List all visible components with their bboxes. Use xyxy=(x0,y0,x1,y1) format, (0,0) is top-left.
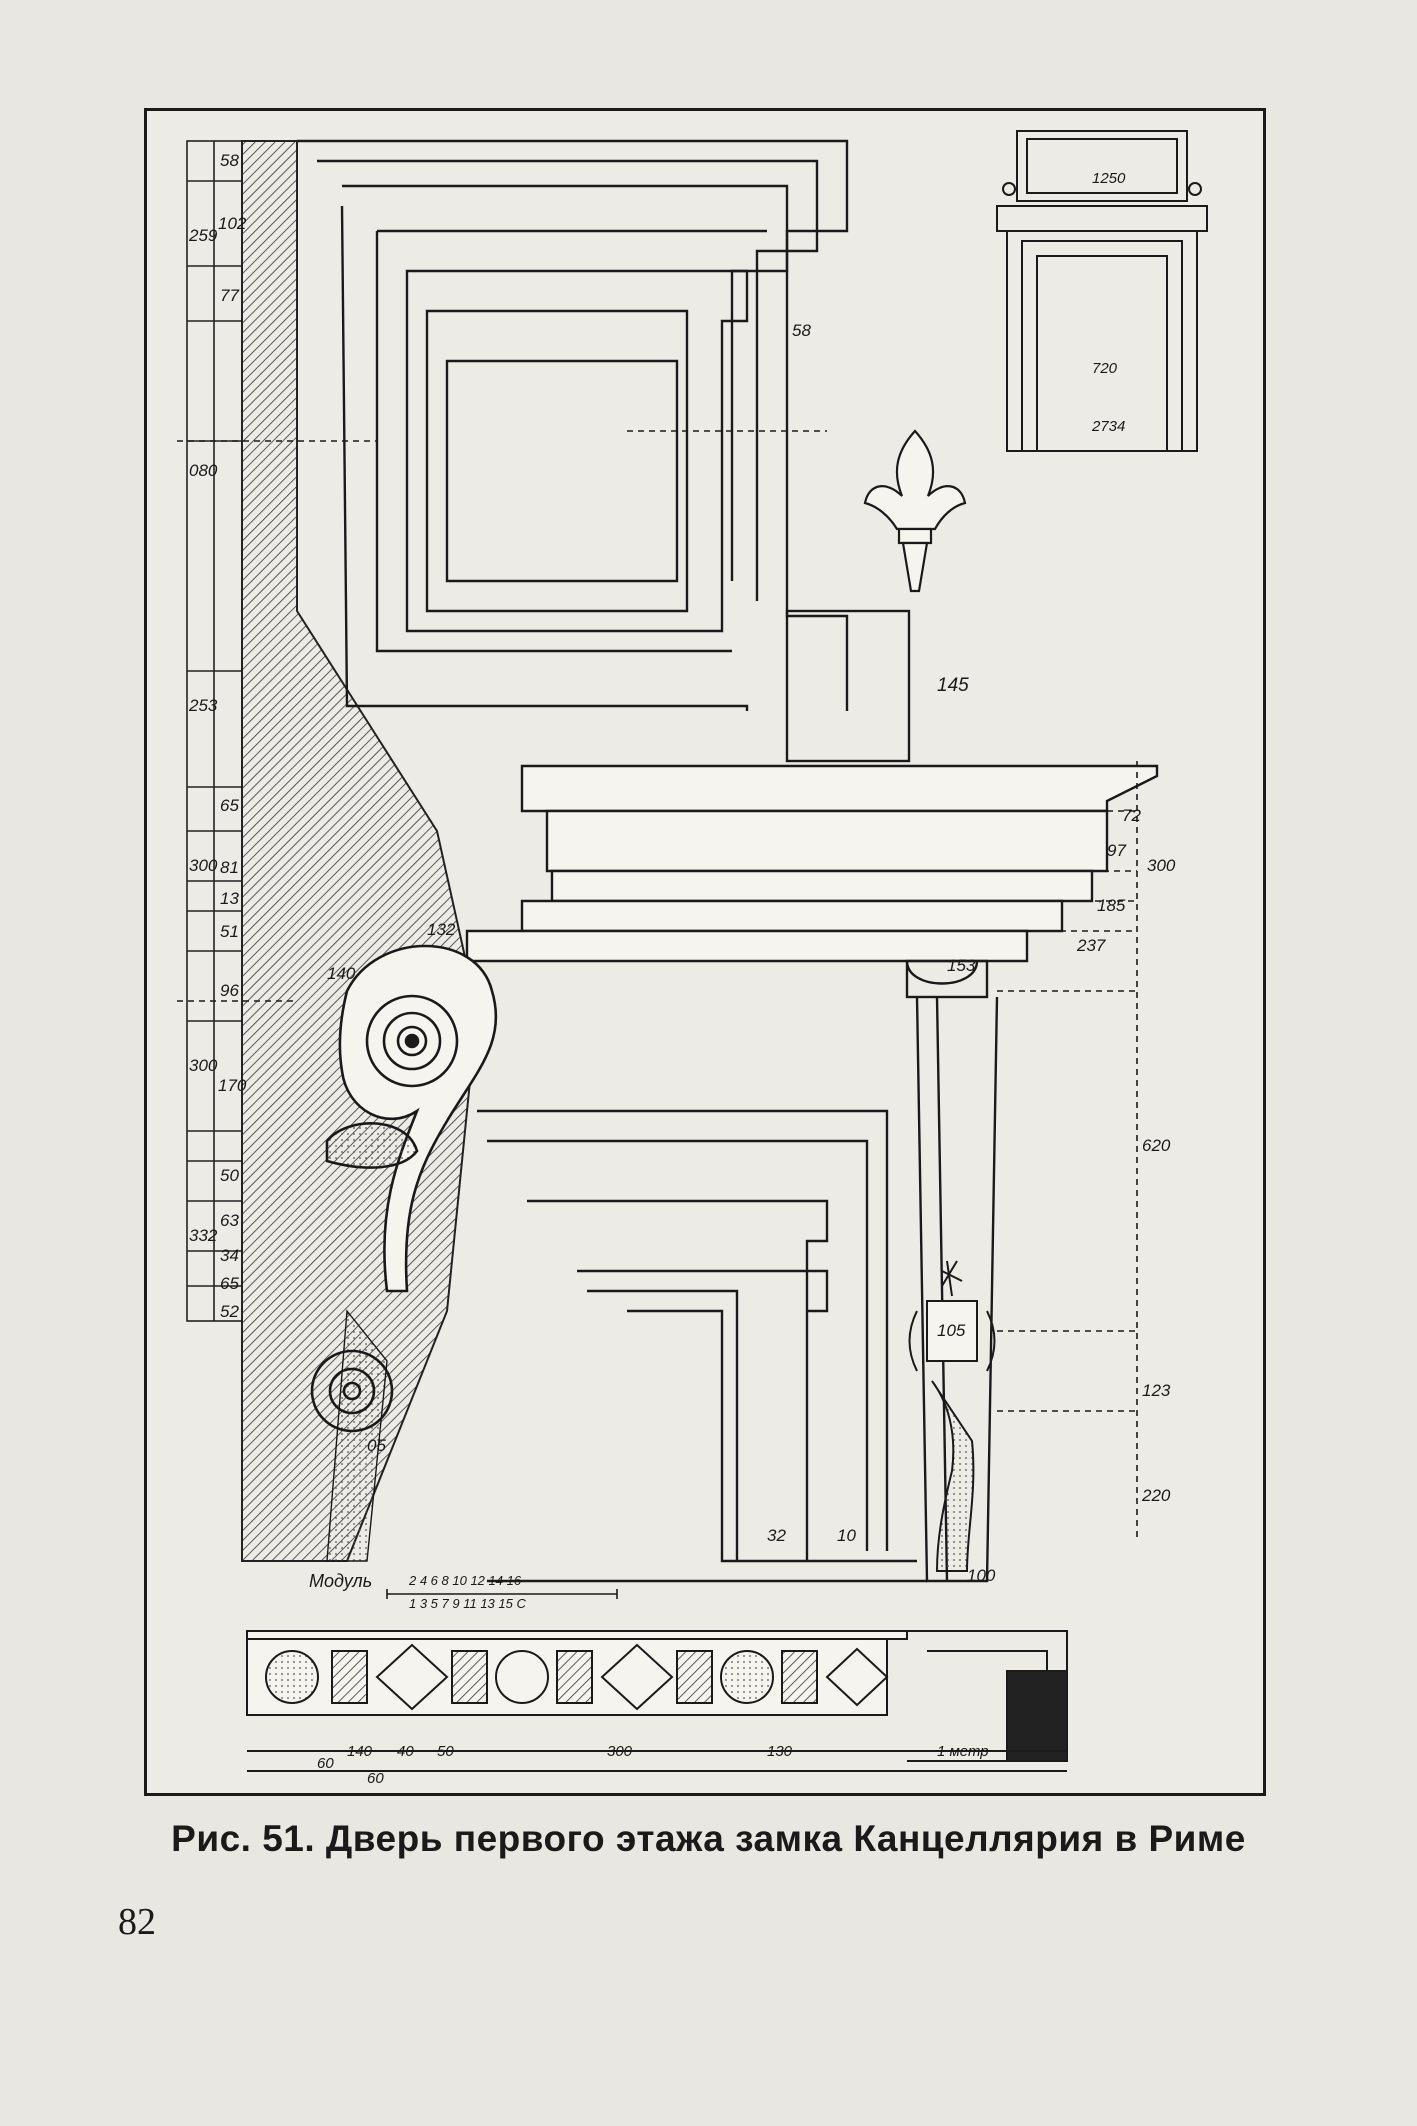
dim-77: 77 xyxy=(220,286,239,305)
module-scale xyxy=(386,1589,618,1599)
dim-50: 50 xyxy=(220,1166,239,1185)
dim-080: 080 xyxy=(189,461,218,480)
dim-253: 253 xyxy=(188,696,218,715)
dim-13: 13 xyxy=(220,889,239,908)
dim-51: 51 xyxy=(220,922,239,941)
dim-220: 220 xyxy=(1141,1486,1171,1505)
dim-620: 620 xyxy=(1142,1136,1171,1155)
fleur-de-lis-finial xyxy=(863,429,967,593)
bottom-dim-60: 60 xyxy=(317,1755,334,1772)
dim-132: 132 xyxy=(427,920,456,939)
dim-170: 170 xyxy=(218,1076,247,1095)
dim-58-top: 58 xyxy=(220,151,239,170)
dim-300-b: 300 xyxy=(189,1056,218,1075)
dim-105: 105 xyxy=(937,1321,966,1340)
dim-52: 52 xyxy=(220,1302,239,1321)
dim-100: 100 xyxy=(967,1566,996,1585)
dim-140: 140 xyxy=(327,964,356,983)
dim-102: 102 xyxy=(218,214,247,233)
cornice xyxy=(465,764,1159,963)
dim-32: 32 xyxy=(767,1526,786,1545)
dim-81: 81 xyxy=(220,858,239,877)
bottom-dim-130: 130 xyxy=(767,1743,793,1760)
bottom-dim-300: 300 xyxy=(607,1743,633,1760)
dim-300-c: 300 xyxy=(1147,856,1176,875)
module-scale-top: 2 4 6 8 10 12 14 16 xyxy=(408,1573,522,1588)
module-scale-bottom: 1 3 5 7 9 11 13 15 С xyxy=(409,1596,526,1611)
dimension-column xyxy=(186,140,243,1322)
dim-63: 63 xyxy=(220,1211,239,1230)
dim-300-a: 300 xyxy=(189,856,218,875)
dim-10: 10 xyxy=(837,1526,856,1545)
dim-332: 332 xyxy=(189,1226,218,1245)
dim-34: 34 xyxy=(220,1246,239,1265)
dim-153: 153 xyxy=(947,956,976,975)
pilaster-ornament xyxy=(908,1260,996,1572)
dimension-lines-right xyxy=(177,430,1138,1541)
dim-123: 123 xyxy=(1142,1381,1171,1400)
door-elevation-drawing: 58 102 77 259 080 253 300 65 81 51 13 14… xyxy=(177,130,1208,1787)
dim-259: 259 xyxy=(188,226,218,245)
dim-145: 145 xyxy=(937,675,969,696)
dim-237: 237 xyxy=(1076,936,1106,955)
dim-65-a: 65 xyxy=(220,796,239,815)
dim-72: 72 xyxy=(1122,806,1141,825)
dim-185: 185 xyxy=(1097,896,1126,915)
pedestal-block xyxy=(785,609,911,763)
bottom-dim-60-b: 60 xyxy=(367,1770,384,1787)
dimension-labels: 58 102 77 259 080 253 300 65 81 51 13 14… xyxy=(188,151,1176,1787)
module-label: Модуль xyxy=(309,1571,372,1591)
pilaster xyxy=(905,959,999,1583)
scroll-console xyxy=(310,944,498,1562)
dim-65-b: 65 xyxy=(220,1274,239,1293)
door-frame-mouldings xyxy=(477,1109,927,1583)
bottom-dim-40: 40 xyxy=(397,1743,414,1760)
upper-frame-mouldings xyxy=(297,139,849,711)
dim-96: 96 xyxy=(220,981,239,1000)
inset-door-elevation xyxy=(996,130,1208,452)
page-number: 82 xyxy=(118,1901,156,1943)
dim-58-right: 58 xyxy=(792,321,811,340)
bottom-dim-50: 50 xyxy=(437,1743,454,1760)
ornamental-frieze xyxy=(246,1630,1068,1772)
dim-1250: 1250 xyxy=(1092,170,1126,187)
dim-05: 05 xyxy=(367,1436,386,1455)
bottom-dim-140: 140 xyxy=(347,1743,373,1760)
dim-97: 97 xyxy=(1107,841,1126,860)
dim-720: 720 xyxy=(1092,360,1118,377)
architectural-drawing: 58 102 77 259 080 253 300 65 81 51 13 14… xyxy=(144,108,1266,1796)
wall-section-hatching xyxy=(241,140,479,1562)
figure-caption: Рис. 51. Дверь первого этажа замка Канце… xyxy=(171,1818,1246,1859)
dim-2734: 2734 xyxy=(1091,418,1125,435)
bottom-dim-1-metr: 1 метр xyxy=(937,1743,989,1760)
